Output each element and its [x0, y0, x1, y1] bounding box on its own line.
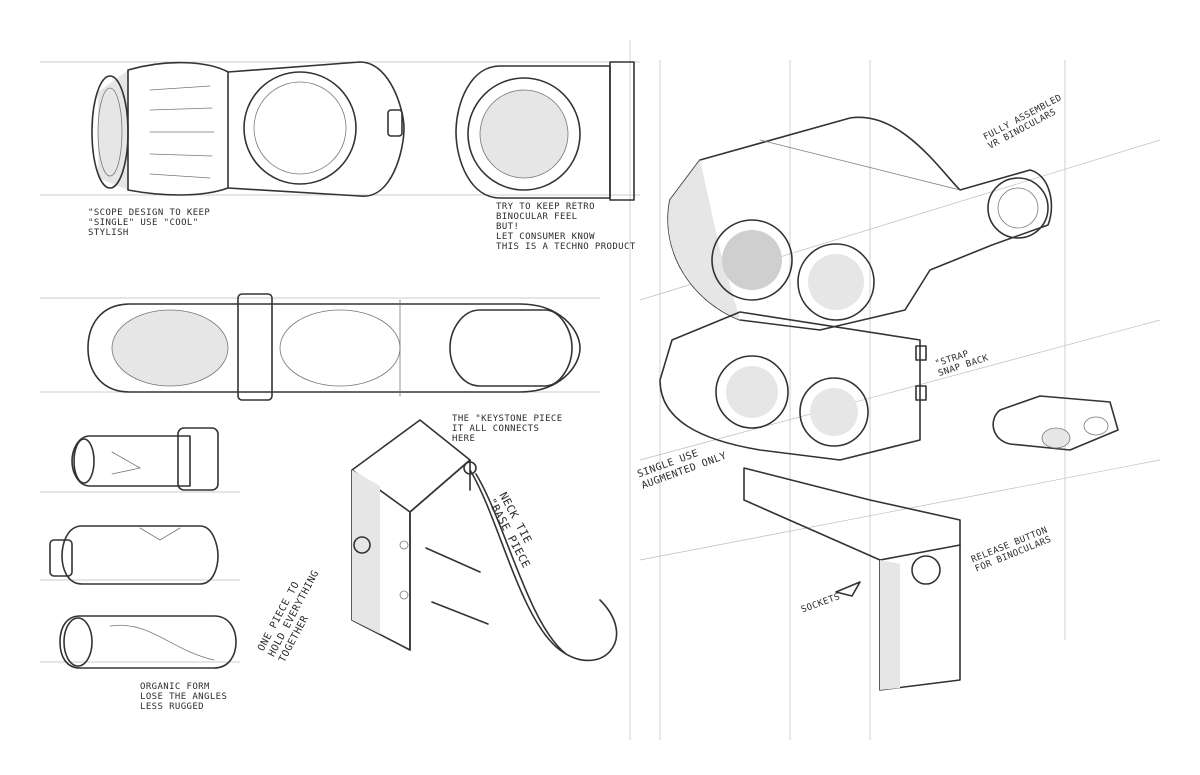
note-line: IT ALL CONNECTS: [452, 424, 540, 434]
note-line: HERE: [452, 434, 476, 444]
note-line: "SCOPE DESIGN TO KEEP: [88, 208, 211, 218]
note-line: LET CONSUMER KNOW: [496, 232, 595, 242]
note-line: LESS RUGGED: [140, 702, 205, 712]
base-bracket: [743, 467, 961, 691]
note-line: "SINGLE" USE "COOL": [88, 218, 199, 228]
scope-side-view: [91, 61, 405, 197]
note-line: BINOCULAR FEEL: [496, 212, 578, 222]
note-line: LOSE THE ANGLES: [140, 692, 228, 702]
note-line: BUT!: [496, 222, 520, 232]
note-line: THIS IS A TECHNO PRODUCT: [496, 242, 636, 252]
note-line: STYLISH: [88, 228, 129, 238]
scope-variant-organic: [59, 615, 237, 669]
scope-variant-notched: [49, 525, 219, 585]
note-keystone: THE "KEYSTONE PIECE IT ALL CONNECTS HERE: [452, 414, 563, 444]
retro-binocular-end-view: [455, 61, 635, 201]
assembled-vr-binoculars: [667, 116, 1053, 331]
scope-variant-clip: [71, 427, 219, 491]
note-organic-form: ORGANIC FORM LOSE THE ANGLES LESS RUGGED: [140, 682, 227, 712]
binocular-thumbnail: [992, 395, 1119, 451]
construction-guides: [40, 40, 1161, 740]
note-scope-design: "SCOPE DESIGN TO KEEP "SINGLE" USE "COOL…: [88, 208, 210, 238]
note-line: THE "KEYSTONE PIECE: [452, 414, 563, 424]
keystone-base-piece: [351, 419, 618, 662]
note-retro-feel: TRY TO KEEP RETRO BINOCULAR FEEL BUT! LE…: [496, 202, 636, 252]
note-line: TRY TO KEEP RETRO: [496, 202, 595, 212]
binocular-top-view: [87, 293, 581, 401]
note-line: ORGANIC FORM: [140, 682, 210, 692]
snap-back-unit: [659, 311, 927, 461]
